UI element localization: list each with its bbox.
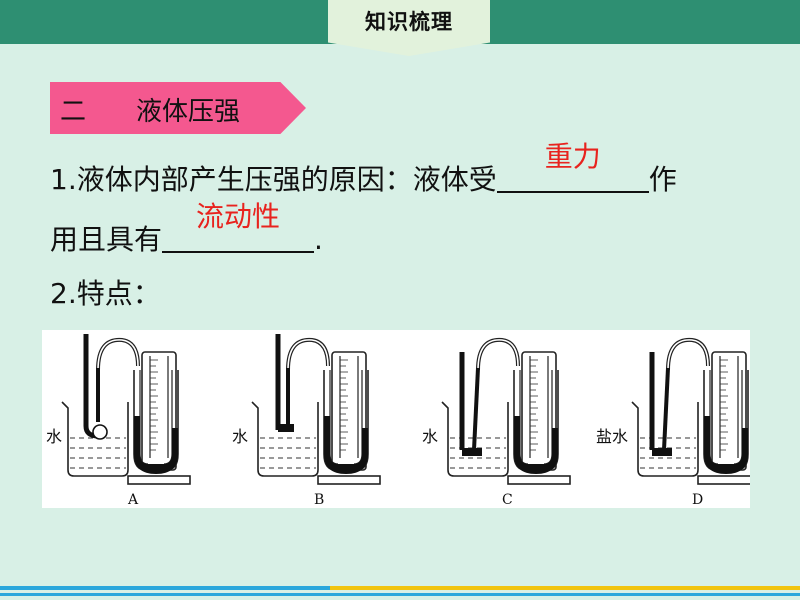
answer-blank-1: 重力	[496, 140, 649, 193]
panel-a-letter: A	[127, 492, 139, 508]
panel-c-letter: C	[502, 492, 513, 508]
panel-d-liquid: 盐水	[596, 427, 628, 446]
section-number: 二	[60, 97, 87, 127]
footer-line-blue	[0, 586, 330, 590]
answer-blank-2: 流动性	[162, 200, 315, 253]
point1-line1-prefix: 1.液体内部产生压强的原因：液体受	[50, 163, 497, 196]
point1-line2-suffix: .	[314, 223, 323, 256]
panel-d-letter: D	[692, 492, 703, 508]
header-tab-label: 知识梳理	[365, 10, 453, 34]
panel-a-liquid: 水	[46, 427, 62, 446]
point2-label: 2.特点：	[50, 277, 161, 310]
footer-line-bottom	[0, 593, 800, 596]
section-tag: 二 液体压强	[50, 82, 306, 134]
footer-line-yellow	[330, 586, 800, 590]
experiment-diagram: 水 水 水 盐水 A B C D	[46, 334, 762, 508]
point2-line: 2.特点：	[50, 272, 161, 312]
section-title: 液体压强	[136, 97, 241, 127]
point1-line1: 1.液体内部产生压强的原因：液体受 重力作	[50, 140, 677, 198]
panel-b-letter: B	[314, 492, 324, 508]
answer-1: 重力	[544, 140, 601, 173]
point1-line2: 用且具有流动性.	[50, 200, 323, 258]
answer-2: 流动性	[196, 200, 281, 233]
experiment-figure: 水 水 水 盐水 A B C D	[42, 330, 762, 508]
panel-c-liquid: 水	[422, 427, 438, 446]
header-tab: 知识梳理	[328, 0, 490, 56]
panel-b-liquid: 水	[232, 427, 248, 446]
point1-line2-prefix: 用且具有	[50, 223, 163, 256]
point1-line1-suffix: 作	[648, 163, 677, 196]
